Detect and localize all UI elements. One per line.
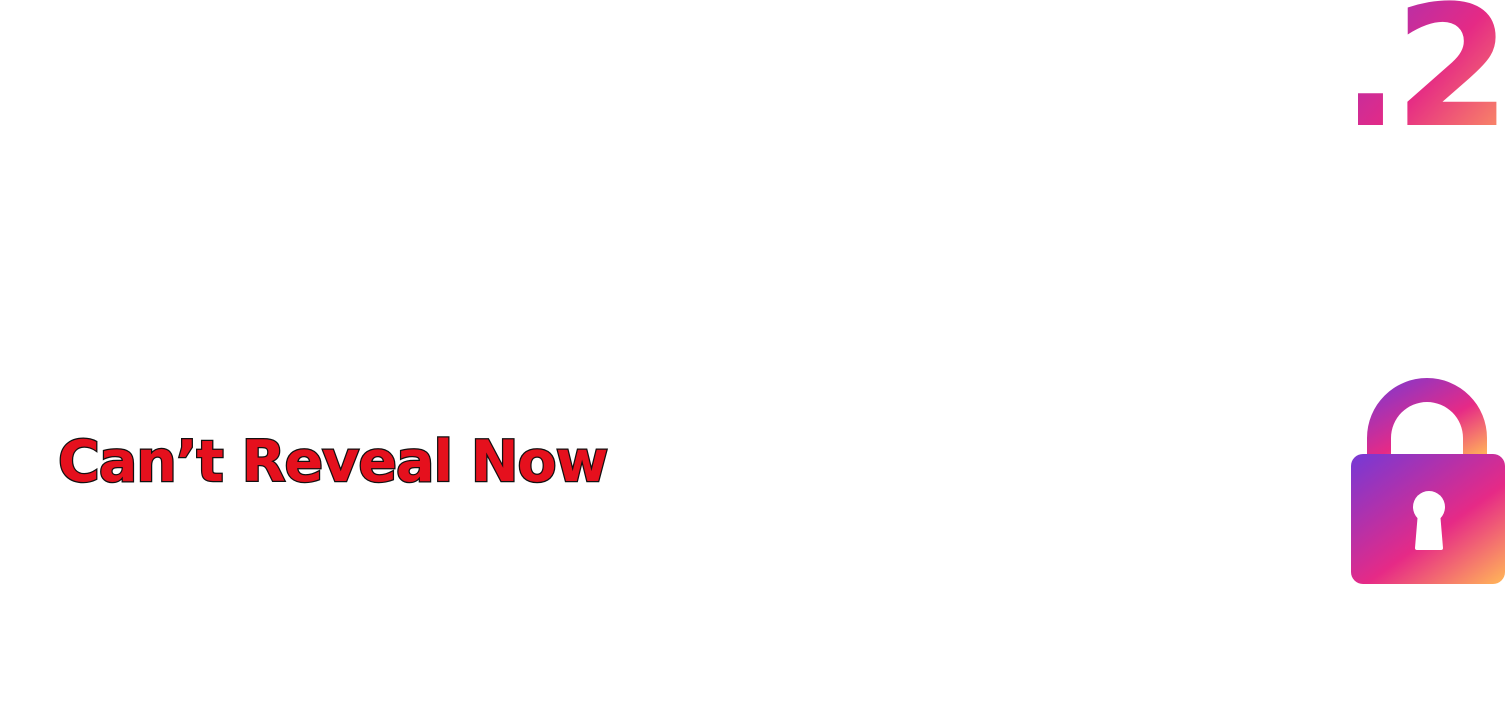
lock-icon xyxy=(1351,378,1505,584)
keyhole-icon xyxy=(1413,491,1445,550)
brand-mark: .2 xyxy=(1358,0,1505,132)
page-title: Can’t Reveal Now xyxy=(57,428,610,497)
brand-mark-text: .2 xyxy=(1358,0,1505,132)
